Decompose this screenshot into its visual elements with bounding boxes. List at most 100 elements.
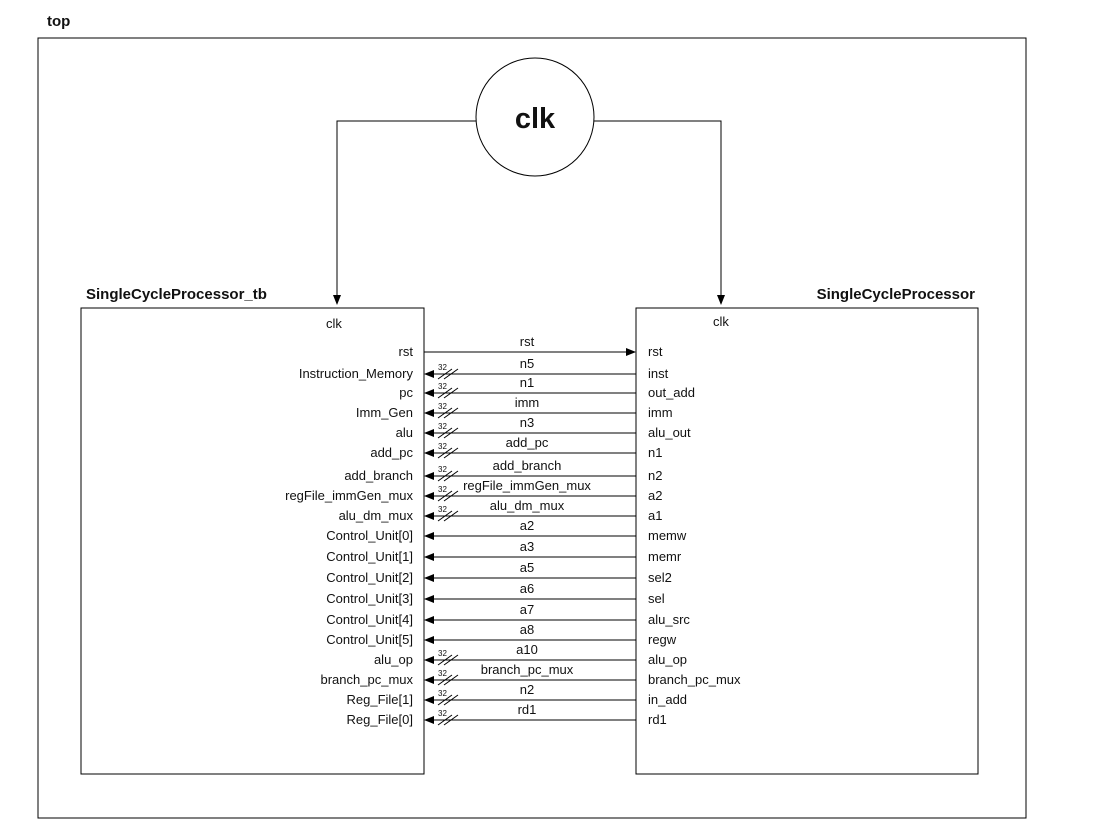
right-port-label: rst <box>648 344 663 359</box>
left-port-label: Control_Unit[0] <box>326 528 413 543</box>
clock-wire-left <box>333 120 476 305</box>
bus-slash <box>443 714 459 726</box>
left-port-label: rst <box>399 344 414 359</box>
bus-width-label: 32 <box>438 402 447 411</box>
left-port-label: Control_Unit[5] <box>326 632 413 647</box>
bus-slash <box>437 694 453 706</box>
net-label: a2 <box>520 518 534 533</box>
net-label: a3 <box>520 539 534 554</box>
bus-width-label: 32 <box>438 363 447 372</box>
bus-slash <box>437 447 453 459</box>
bus-slash <box>443 407 459 419</box>
bus-slash <box>437 654 453 666</box>
bus-slash <box>443 654 459 666</box>
right-block-title: SingleCycleProcessor <box>817 286 976 303</box>
bus-slash <box>437 387 453 399</box>
top-frame <box>37 37 1027 819</box>
right-port-label: rd1 <box>648 712 667 727</box>
bus-slash <box>443 490 459 502</box>
right-port-label: branch_pc_mux <box>648 672 741 687</box>
net-label: rst <box>520 334 535 349</box>
net-label: alu_dm_mux <box>490 498 565 513</box>
bus-slash <box>443 387 459 399</box>
right-port-label: memr <box>648 549 682 564</box>
left-port-label: alu_op <box>374 652 413 667</box>
net-label: n3 <box>520 415 534 430</box>
left-port-label: Control_Unit[4] <box>326 612 413 627</box>
left-port-label: regFile_immGen_mux <box>285 488 413 503</box>
net-label: add_pc <box>506 435 549 450</box>
left-block[interactable] <box>80 307 425 775</box>
left-port-label: alu <box>396 425 413 440</box>
net-label: a6 <box>520 581 534 596</box>
left-port-label: Reg_File[1] <box>347 692 413 707</box>
left-port-label: Reg_File[0] <box>347 712 413 727</box>
right-port-label: n1 <box>648 445 662 460</box>
bus-width-label: 32 <box>438 669 447 678</box>
net-label: a5 <box>520 560 534 575</box>
bus-slash <box>443 510 459 522</box>
right-port-label: alu_op <box>648 652 687 667</box>
right-port-label: a1 <box>648 508 662 523</box>
clock-label: clk <box>515 103 556 135</box>
left-port-label: add_branch <box>344 468 413 483</box>
right-block-clk-label: clk <box>713 314 729 329</box>
net-label: add_branch <box>493 458 562 473</box>
bus-slash <box>437 714 453 726</box>
net-label: branch_pc_mux <box>481 662 574 677</box>
right-port-label: in_add <box>648 692 687 707</box>
clock-wire-right <box>594 120 725 305</box>
left-port-label: Control_Unit[1] <box>326 549 413 564</box>
bus-slash <box>437 368 453 380</box>
left-port-label: pc <box>399 385 413 400</box>
bus-slash <box>437 470 453 482</box>
right-port-label: out_add <box>648 385 695 400</box>
right-port-label: sel <box>648 591 665 606</box>
net-label: n5 <box>520 356 534 371</box>
bus-width-label: 32 <box>438 505 447 514</box>
net-label: a8 <box>520 622 534 637</box>
bus-slash <box>443 427 459 439</box>
right-port-label: alu_src <box>648 612 690 627</box>
net-label: rd1 <box>518 702 537 717</box>
net-label: regFile_immGen_mux <box>463 478 591 493</box>
bus-width-label: 32 <box>438 689 447 698</box>
bus-width-label: 32 <box>438 382 447 391</box>
right-port-label: regw <box>648 632 677 647</box>
right-port-label: n2 <box>648 468 662 483</box>
left-port-label: Instruction_Memory <box>299 366 414 381</box>
right-port-label: inst <box>648 366 669 381</box>
bus-width-label: 32 <box>438 649 447 658</box>
left-port-label: alu_dm_mux <box>339 508 414 523</box>
bus-width-label: 32 <box>438 422 447 431</box>
bus-width-label: 32 <box>438 465 447 474</box>
bus-slash <box>443 470 459 482</box>
right-port-label: memw <box>648 528 687 543</box>
left-block-clk-label: clk <box>326 316 342 331</box>
bus-slash <box>443 447 459 459</box>
net-label: a7 <box>520 602 534 617</box>
clock-circle[interactable] <box>475 57 595 177</box>
bus-slash <box>437 674 453 686</box>
top-label: top <box>47 13 70 30</box>
left-port-label: Control_Unit[3] <box>326 591 413 606</box>
bus-slash <box>437 407 453 419</box>
left-block-title: SingleCycleProcessor_tb <box>86 286 267 303</box>
bus-slash <box>443 674 459 686</box>
right-port-label: alu_out <box>648 425 691 440</box>
left-port-label: add_pc <box>370 445 413 460</box>
net-label: n2 <box>520 682 534 697</box>
bus-slash <box>437 490 453 502</box>
right-port-label: sel2 <box>648 570 672 585</box>
net-label: a10 <box>516 642 538 657</box>
right-port-label: a2 <box>648 488 662 503</box>
bus-slash <box>437 427 453 439</box>
left-port-label: Imm_Gen <box>356 405 413 420</box>
bus-width-label: 32 <box>438 442 447 451</box>
left-port-label: Control_Unit[2] <box>326 570 413 585</box>
bus-slash <box>443 694 459 706</box>
bus-width-label: 32 <box>438 485 447 494</box>
right-block[interactable] <box>635 307 979 775</box>
